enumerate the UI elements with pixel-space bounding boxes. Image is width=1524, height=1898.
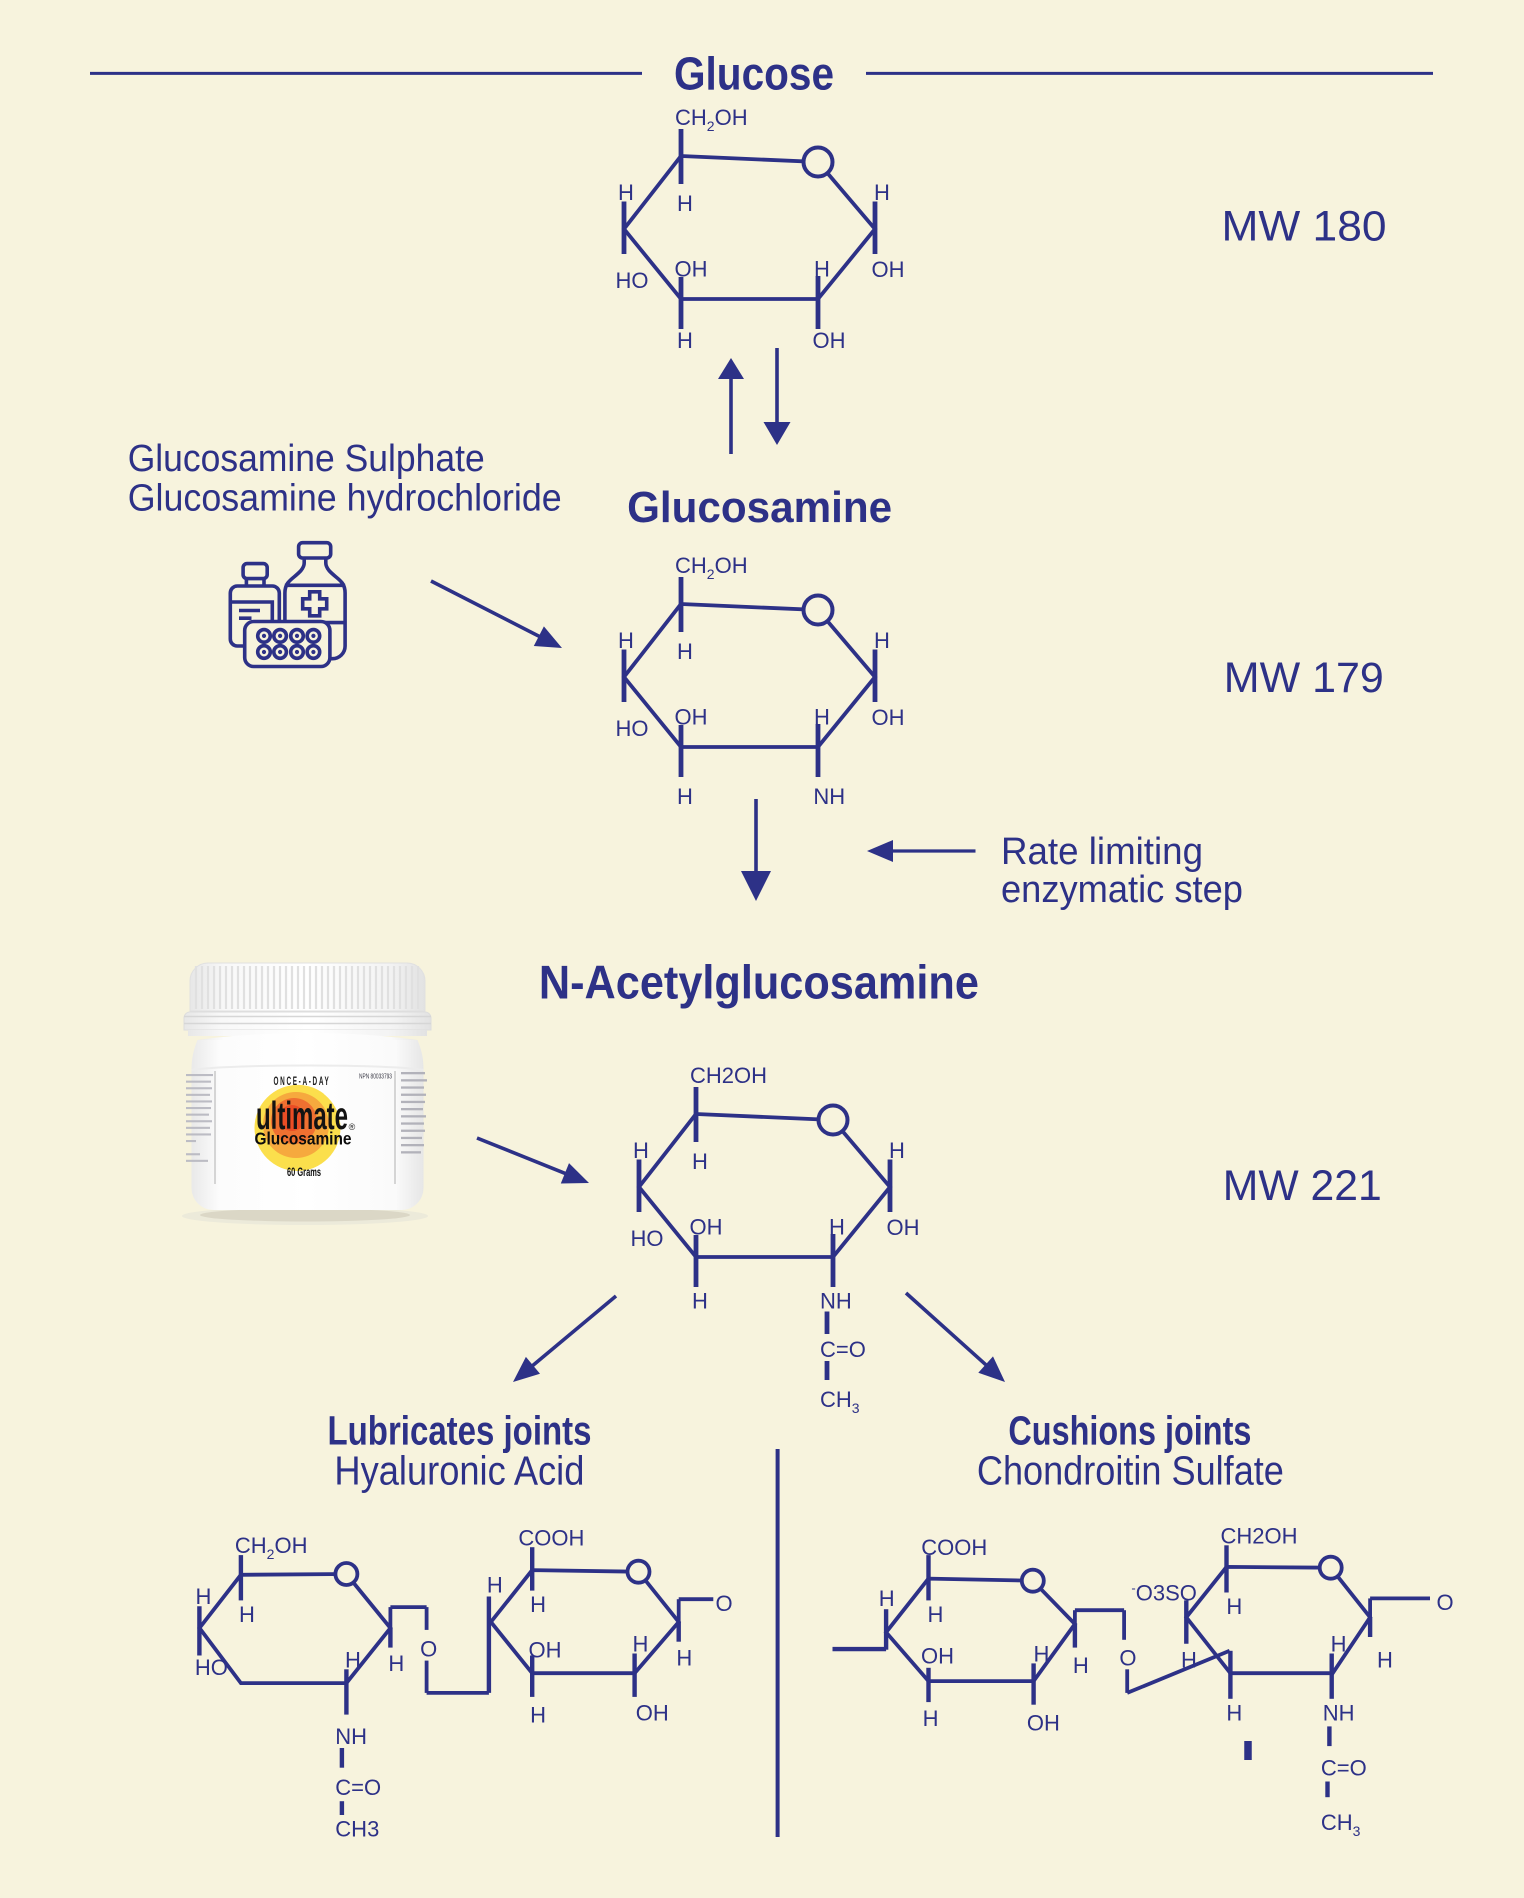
svg-text:H: H [692, 1149, 708, 1174]
svg-text:-O3SO: -O3SO [1131, 1580, 1196, 1605]
svg-text:H: H [814, 705, 830, 730]
svg-text:CH3: CH3 [1321, 1810, 1361, 1839]
svg-text:Chondroitin Sulfate: Chondroitin Sulfate [977, 1448, 1284, 1494]
svg-text:Glucosamine: Glucosamine [627, 483, 892, 532]
svg-text:H: H [1073, 1653, 1089, 1678]
svg-text:MW 221: MW 221 [1223, 1162, 1382, 1210]
svg-text:H: H [1377, 1647, 1393, 1672]
svg-text:H: H [239, 1602, 255, 1627]
svg-text:OH: OH [675, 705, 708, 730]
svg-text:H: H [676, 1645, 692, 1670]
svg-text:H: H [530, 1592, 546, 1617]
svg-text:NH: NH [335, 1724, 367, 1749]
svg-text:H: H [814, 257, 830, 282]
svg-text:H: H [889, 1138, 905, 1163]
svg-text:Glucosamine hydrochloride: Glucosamine hydrochloride [128, 477, 562, 519]
svg-text:H: H [874, 180, 890, 205]
svg-text:O: O [1119, 1645, 1136, 1670]
svg-text:N-Acetylglucosamine: N-Acetylglucosamine [539, 955, 979, 1008]
svg-text:ONCE-A-DAY: ONCE-A-DAY [274, 1076, 331, 1088]
svg-text:OH: OH [813, 328, 846, 353]
svg-text:HO: HO [616, 268, 649, 293]
svg-text:MW 180: MW 180 [1222, 203, 1387, 251]
svg-text:OH: OH [690, 1215, 723, 1240]
svg-text:H: H [829, 1215, 845, 1240]
svg-text:Glucosamine: Glucosamine [255, 1129, 352, 1149]
svg-text:Hyaluronic Acid: Hyaluronic Acid [334, 1448, 584, 1494]
svg-text:OH: OH [636, 1701, 669, 1726]
svg-text:NH: NH [813, 784, 845, 809]
svg-text:C=O: C=O [335, 1775, 381, 1800]
svg-text:NH: NH [820, 1289, 852, 1314]
svg-text:H: H [677, 328, 693, 353]
svg-text:CH2OH: CH2OH [675, 105, 748, 134]
svg-text:CH3: CH3 [335, 1817, 379, 1842]
svg-text:Glucosamine Sulphate: Glucosamine Sulphate [128, 438, 485, 480]
svg-text:ultimate: ultimate [256, 1095, 348, 1138]
svg-text:H: H [487, 1573, 503, 1598]
svg-text:MW 179: MW 179 [1224, 654, 1384, 702]
svg-text:H: H [928, 1602, 944, 1627]
svg-text:H: H [618, 628, 634, 653]
svg-text:OH: OH [675, 257, 708, 282]
svg-text:H: H [1181, 1647, 1197, 1672]
svg-text:HO: HO [616, 716, 649, 741]
svg-text:CH2OH: CH2OH [675, 553, 748, 582]
svg-text:CH2OH: CH2OH [1221, 1523, 1298, 1548]
svg-text:NPN 80033793: NPN 80033793 [359, 1072, 392, 1081]
svg-text:H: H [633, 1632, 649, 1657]
svg-text:CH3: CH3 [820, 1387, 860, 1416]
svg-text:H: H [677, 784, 693, 809]
svg-text:O: O [420, 1637, 437, 1662]
svg-text:COOH: COOH [921, 1535, 987, 1560]
svg-text:H: H [677, 191, 693, 216]
svg-text:H: H [345, 1647, 361, 1672]
svg-text:H: H [874, 628, 890, 653]
svg-text:OH: OH [872, 705, 905, 730]
svg-text:H: H [1226, 1594, 1242, 1619]
svg-text:O: O [716, 1591, 733, 1616]
svg-text:H: H [692, 1289, 708, 1314]
svg-text:H: H [1226, 1701, 1242, 1726]
svg-text:Glucose: Glucose [674, 48, 834, 100]
svg-text:®: ® [349, 1122, 356, 1132]
svg-text:O: O [1436, 1590, 1453, 1615]
svg-text:60 Grams: 60 Grams [287, 1167, 321, 1179]
svg-text:OH: OH [1027, 1710, 1060, 1735]
svg-text:enzymatic step: enzymatic step [1001, 869, 1243, 911]
svg-text:H: H [923, 1706, 939, 1731]
svg-text:H: H [879, 1586, 895, 1611]
svg-text:Cushions joints: Cushions joints [1008, 1407, 1251, 1453]
svg-text:H: H [388, 1651, 404, 1676]
svg-text:H: H [633, 1138, 649, 1163]
svg-text:C=O: C=O [1321, 1756, 1367, 1781]
svg-text:HO: HO [631, 1226, 664, 1251]
svg-text:H: H [618, 180, 634, 205]
svg-text:NH: NH [1323, 1701, 1355, 1726]
svg-text:OH: OH [921, 1643, 954, 1668]
svg-text:COOH: COOH [518, 1525, 584, 1550]
svg-text:H: H [530, 1702, 546, 1727]
svg-text:Lubricates joints: Lubricates joints [328, 1407, 592, 1453]
svg-text:OH: OH [872, 257, 905, 282]
svg-text:OH: OH [887, 1215, 920, 1240]
svg-text:CH2OH: CH2OH [690, 1063, 767, 1088]
svg-text:HO: HO [195, 1655, 228, 1680]
svg-text:C=O: C=O [820, 1337, 866, 1362]
svg-text:H: H [1033, 1641, 1049, 1666]
svg-text:H: H [1331, 1632, 1347, 1657]
svg-text:CH2OH: CH2OH [235, 1533, 308, 1562]
svg-text:H: H [677, 639, 693, 664]
svg-text:H: H [196, 1584, 212, 1609]
svg-text:Rate limiting: Rate limiting [1001, 831, 1203, 873]
